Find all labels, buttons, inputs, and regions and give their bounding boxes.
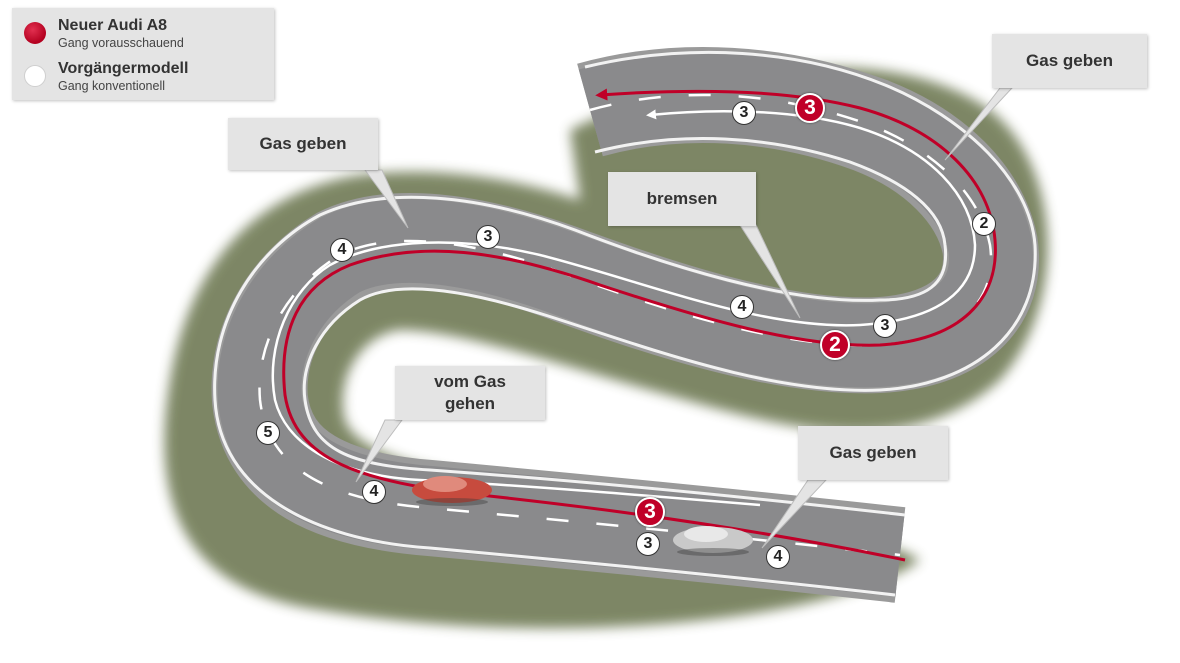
gear-badge-white-right-turn: 2 <box>972 212 996 236</box>
callout-top-left: Gas geben <box>228 118 378 170</box>
white-dot-icon <box>24 65 46 87</box>
gear-badge-white-3-bottom: 3 <box>636 532 660 556</box>
legend-old-title: Vorgängermodell <box>58 60 189 77</box>
gear-badge-white-4-mid: 4 <box>730 295 754 319</box>
callout-lower-left: vom Gas gehen <box>395 366 545 420</box>
red-dot-icon <box>24 22 46 44</box>
gear-badge-white-5: 5 <box>256 421 280 445</box>
gear-badge-white-3-mid: 3 <box>873 314 897 338</box>
legend-old-sub: Gang konventionell <box>58 79 166 93</box>
road-edge-outer <box>302 50 1037 517</box>
legend-new-model: Neuer Audi A8 Gang vorausschauend <box>24 16 184 51</box>
red-car <box>412 476 492 506</box>
callout-lower-right: Gas geben <box>798 426 948 480</box>
white-driving-line <box>271 109 977 507</box>
gear-badge-red-top: 3 <box>795 93 825 123</box>
gear-badge-white-4-left: 4 <box>330 238 354 262</box>
gear-badge-white-4-bottom-right: 4 <box>766 545 790 569</box>
gear-badge-white-top: 3 <box>732 101 756 125</box>
legend-new-sub: Gang vorausschauend <box>58 36 184 50</box>
gear-badge-red-mid: 2 <box>820 330 850 360</box>
road-edge-inner <box>213 137 948 597</box>
legend-old-model: Vorgängermodell Gang konventionell <box>24 59 188 94</box>
gear-badge-red-bottom: 3 <box>635 497 665 527</box>
white-car <box>673 526 753 556</box>
gear-badge-white-3-left: 3 <box>476 225 500 249</box>
legend-new-title: Neuer Audi A8 <box>58 17 168 34</box>
callout-top-right: Gas geben <box>992 34 1147 88</box>
callout-middle: bremsen <box>608 172 756 226</box>
gear-badge-white-4-bottom: 4 <box>362 480 386 504</box>
legend: Neuer Audi A8 Gang vorausschauend Vorgän… <box>12 8 274 100</box>
